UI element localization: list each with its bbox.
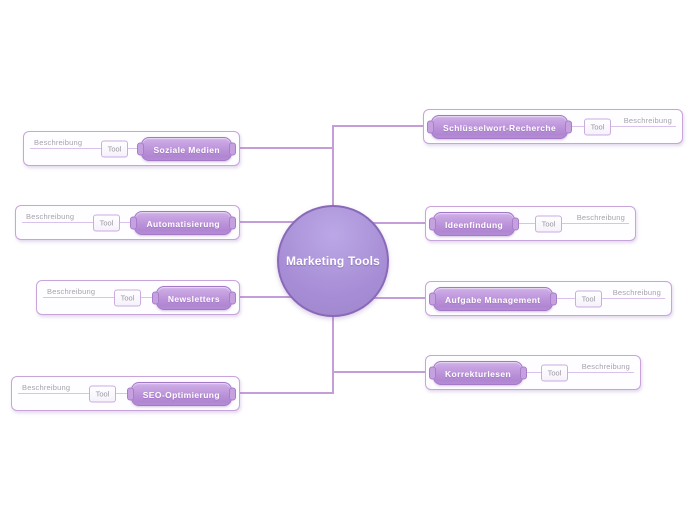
topic-aufgabe-management[interactable]: Aufgabe Management (433, 286, 553, 311)
tool-node[interactable]: Tool (535, 215, 562, 232)
edge-aufgabe-management (333, 297, 425, 299)
branch-inner-connector (436, 223, 629, 224)
branch-aufgabe-management: Beschreibung Tool Aufgabe Management (425, 281, 672, 316)
tool-node[interactable]: Tool (114, 289, 141, 306)
branch-inner-connector (18, 393, 229, 394)
tool-node[interactable]: Tool (584, 118, 611, 135)
description-node[interactable]: Beschreibung (623, 116, 672, 125)
topic-schluesselwort-recherche[interactable]: Schlüsselwort-Recherche (431, 114, 569, 139)
edge-ideenfindung (333, 222, 425, 224)
edge-seo-optimierung (240, 392, 334, 394)
tool-node[interactable]: Tool (89, 385, 116, 402)
edge-bottom-vertical (332, 316, 334, 394)
description-node[interactable]: Beschreibung (22, 383, 71, 392)
description-node[interactable]: Beschreibung (612, 288, 661, 297)
branch-automatisierung: Beschreibung Tool Automatisierung (15, 205, 240, 240)
edge-newsletters (240, 296, 334, 298)
topic-ideenfindung[interactable]: Ideenfindung (433, 211, 516, 236)
branch-schluesselwort-recherche: Beschreibung Tool Schlüsselwort-Recherch… (423, 109, 683, 144)
edge-soziale-medien (240, 147, 334, 149)
topic-soziale-medien[interactable]: Soziale Medien (141, 136, 232, 161)
branch-newsletters: Beschreibung Tool Newsletters (36, 280, 240, 315)
description-node[interactable]: Beschreibung (34, 138, 83, 147)
edge-schluesselwort-recherche (333, 125, 424, 127)
edge-automatisierung (240, 221, 334, 223)
root-node-marketing-tools[interactable]: Marketing Tools (277, 205, 389, 317)
branch-ideenfindung: Beschreibung Tool Ideenfindung (425, 206, 636, 241)
description-node[interactable]: Beschreibung (26, 212, 75, 221)
description-node[interactable]: Beschreibung (47, 287, 96, 296)
tool-node[interactable]: Tool (93, 214, 120, 231)
topic-seo-optimierung[interactable]: SEO-Optimierung (130, 381, 232, 406)
branch-korrekturlesen: Beschreibung Tool Korrekturlesen (425, 355, 641, 390)
branch-inner-connector (436, 372, 634, 373)
topic-automatisierung[interactable]: Automatisierung (134, 210, 232, 235)
branch-soziale-medien: Beschreibung Tool Soziale Medien (23, 131, 240, 166)
edge-korrekturlesen (333, 371, 425, 373)
topic-newsletters[interactable]: Newsletters (155, 285, 232, 310)
description-node[interactable]: Beschreibung (581, 362, 630, 371)
branch-inner-connector (22, 222, 229, 223)
branch-seo-optimierung: Beschreibung Tool SEO-Optimierung (11, 376, 240, 411)
edge-top-vertical (332, 125, 334, 207)
root-node-label: Marketing Tools (285, 254, 381, 268)
description-node[interactable]: Beschreibung (576, 213, 625, 222)
tool-node[interactable]: Tool (101, 140, 128, 157)
tool-node[interactable]: Tool (575, 290, 602, 307)
branch-inner-connector (30, 148, 229, 149)
topic-korrekturlesen[interactable]: Korrekturlesen (433, 360, 524, 385)
tool-node[interactable]: Tool (541, 364, 568, 381)
